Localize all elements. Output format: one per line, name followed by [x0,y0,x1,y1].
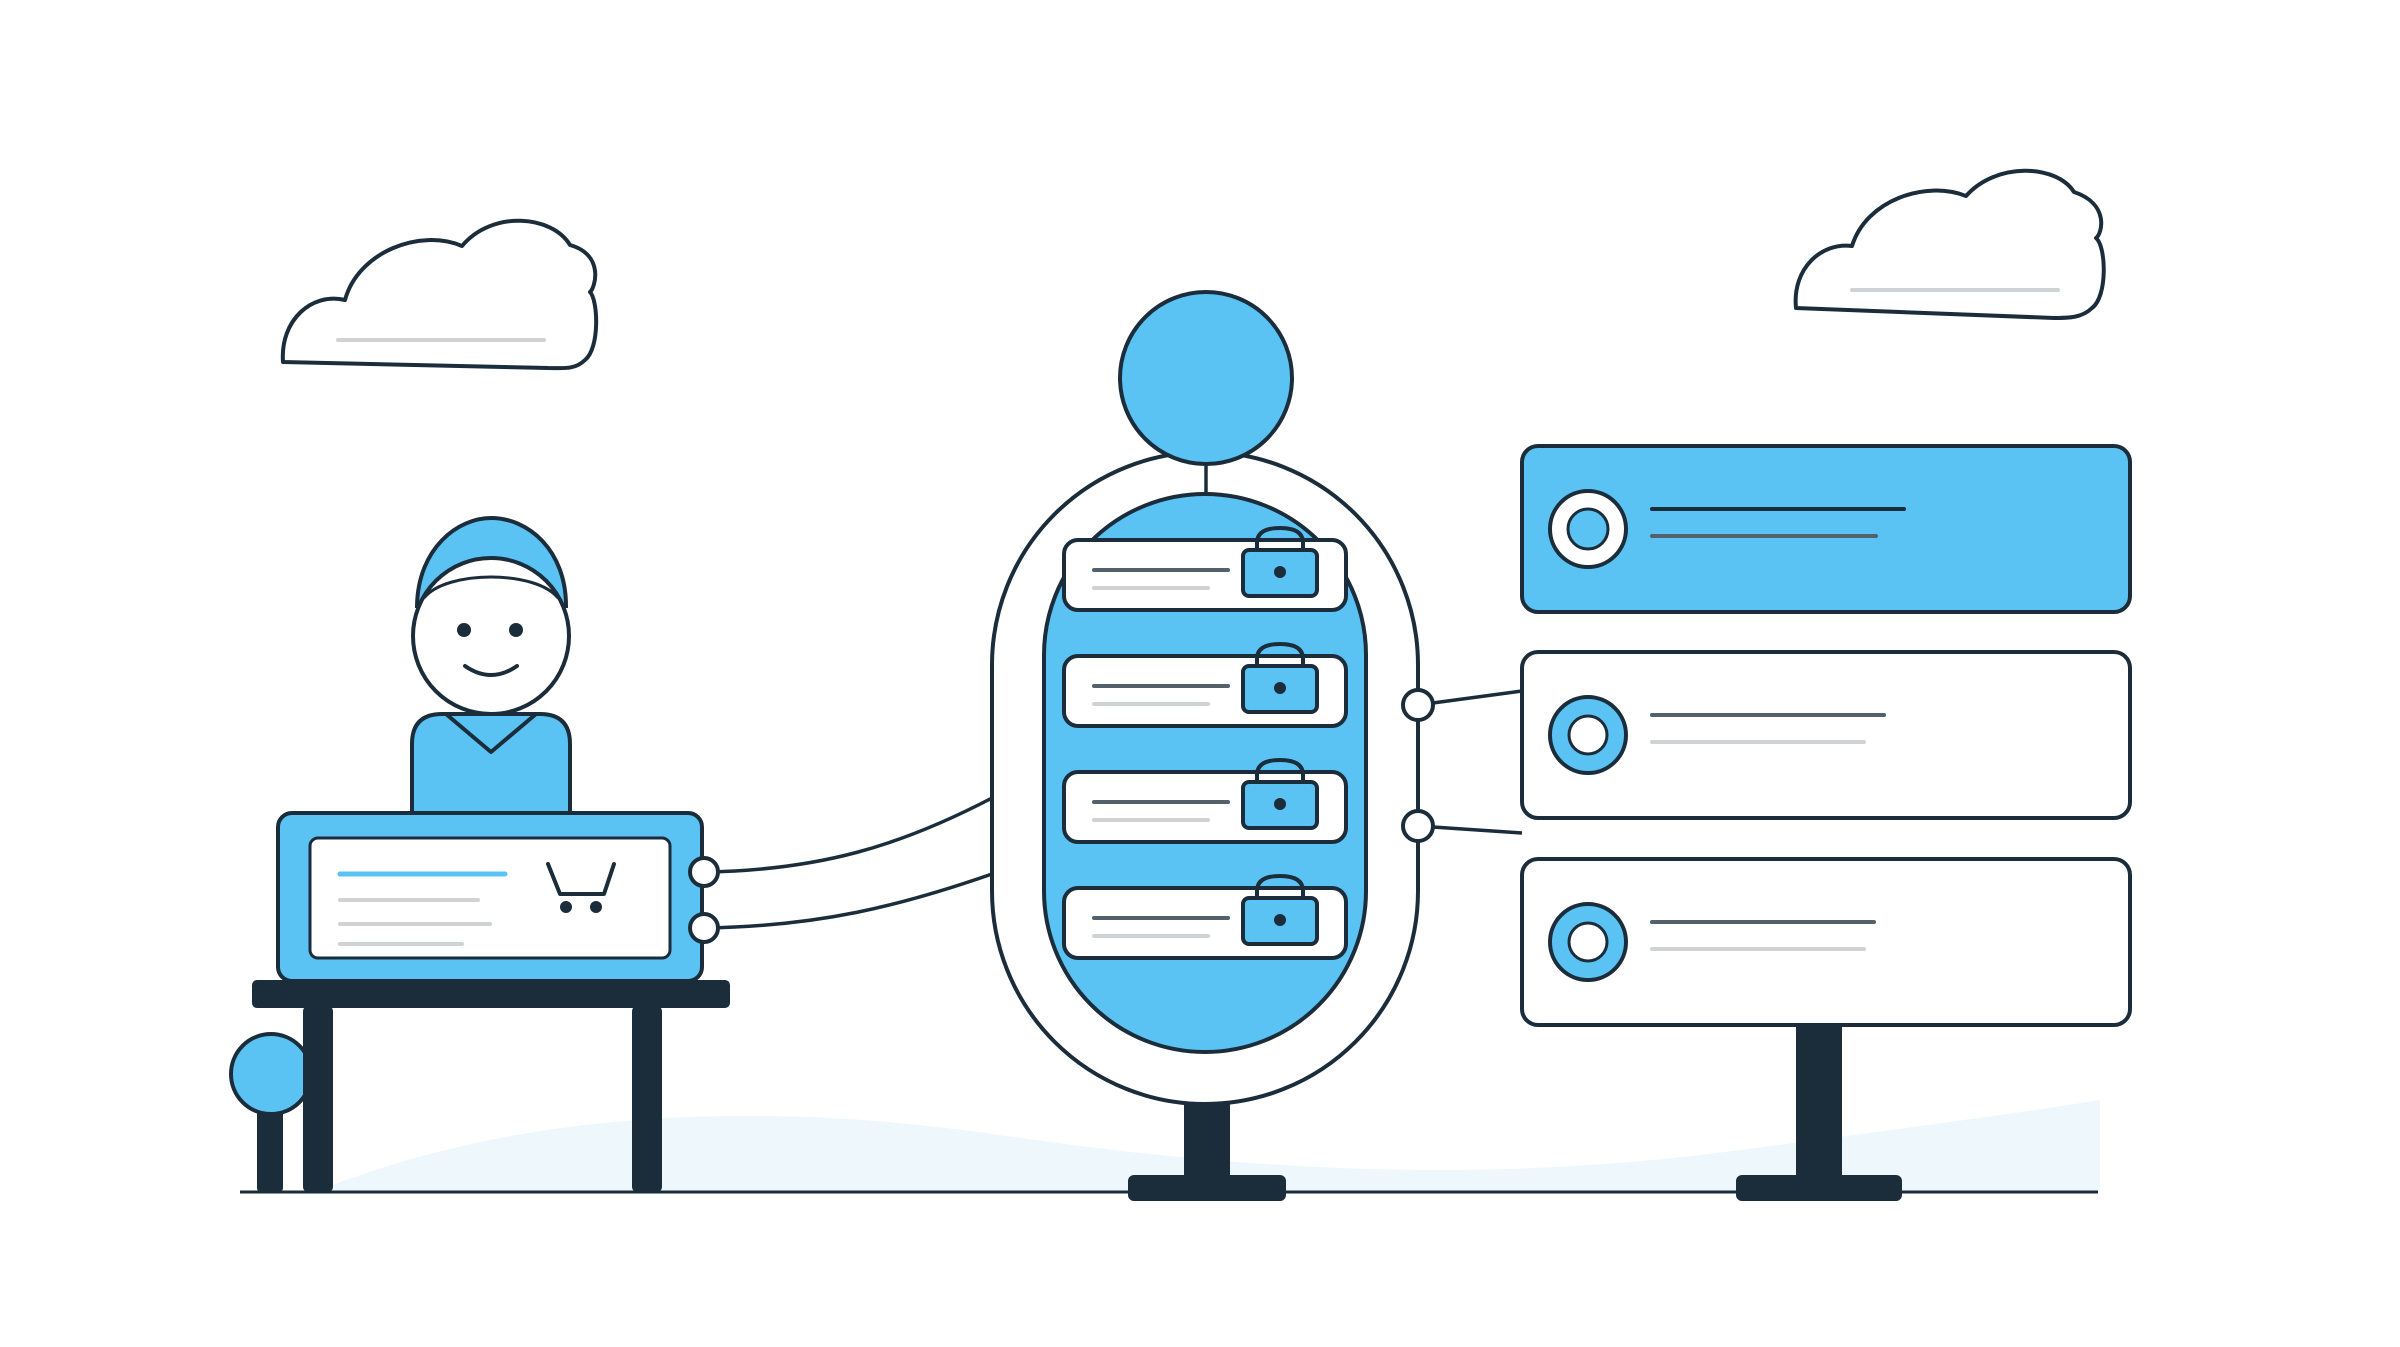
padlock-icon [1241,641,1319,714]
laptop-screen [308,836,672,960]
server-port-right-bottom [1401,809,1435,843]
locked-record [1062,641,1348,728]
right-eye [509,623,523,637]
connector-server-panel-two [1417,689,1523,707]
locked-record [1062,873,1348,960]
cap-brim [422,575,560,600]
padlock-icon [1241,873,1319,946]
stool [229,1032,313,1192]
ground-wave [320,1100,2100,1192]
radio-icon [1548,695,1628,775]
padlock-icon [1241,525,1319,598]
customer-body [410,712,572,820]
option-panel [1520,650,2132,820]
server-top-node [1118,290,1294,466]
desk [252,980,730,1192]
option-panel [1520,857,2132,1027]
secure-server [990,290,1435,1201]
locked-record [1062,525,1348,612]
cloud-left-icon [280,218,599,371]
connector-laptop-server-bottom [705,872,993,930]
shopping-cart-icon [546,862,616,913]
customer-person [410,515,572,820]
smile [463,664,519,677]
padlock-icon [1241,757,1319,830]
customer-face [411,556,571,716]
laptop-port-top [688,856,720,888]
option-panels-stand [1736,1024,1902,1201]
connector-server-panel-three [1417,824,1523,835]
server-port-right-top [1401,688,1435,722]
radio-icon [1548,489,1628,569]
connector-laptop-server-top [705,796,993,874]
laptop-port-bottom [688,912,720,944]
radio-icon [1548,902,1628,982]
option-panel-selected [1520,444,2132,614]
cloud-right-icon [1793,168,2106,320]
left-eye [457,623,471,637]
locked-record [1062,757,1348,844]
collar [444,712,538,754]
laptop [276,811,720,983]
